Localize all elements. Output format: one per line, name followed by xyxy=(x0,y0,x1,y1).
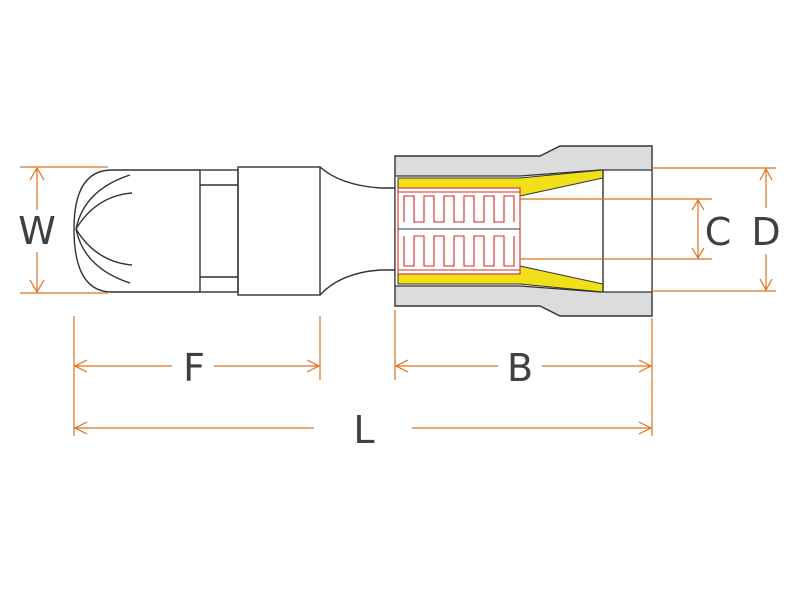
c-arrow-bottom xyxy=(691,247,705,260)
contact-sleeve xyxy=(397,187,521,275)
bullet-neck-top xyxy=(319,166,396,189)
contact-spring-bottom xyxy=(403,235,515,267)
d-arrow-top xyxy=(759,167,773,181)
bullet-barrel xyxy=(237,166,321,296)
dimension-d: D xyxy=(652,167,781,292)
l-label: L xyxy=(353,408,374,452)
c-arrow-top xyxy=(691,198,705,211)
bullet-nose-seam-top xyxy=(75,192,133,230)
w-arrow-top xyxy=(29,166,45,181)
dimension-f: F xyxy=(73,316,321,436)
bullet-neck-bottom xyxy=(319,269,396,296)
f-arrow-left xyxy=(73,359,88,373)
d-arrow-bottom xyxy=(759,278,773,292)
w-arrow-bottom xyxy=(29,279,45,294)
dimension-l: L xyxy=(73,408,653,452)
l-arrow-left xyxy=(73,421,88,435)
w-label: W xyxy=(18,209,56,253)
contact-spring-top xyxy=(403,195,515,223)
dimension-w: W xyxy=(18,166,108,294)
dimension-c: C xyxy=(520,198,732,260)
male-bullet xyxy=(73,166,396,296)
female-receptacle xyxy=(394,145,653,317)
d-label: D xyxy=(751,210,780,254)
bullet-nose-inner xyxy=(75,174,131,284)
bullet-collar-1 xyxy=(199,169,239,293)
l-arrow-right xyxy=(638,421,653,435)
b-arrow-right xyxy=(638,359,653,373)
b-label: B xyxy=(507,346,533,390)
bullet-nose-seam-bottom xyxy=(75,228,133,266)
bullet-nose xyxy=(73,169,200,293)
f-arrow-right xyxy=(306,359,321,373)
dimension-b: B xyxy=(394,310,653,436)
b-arrow-left xyxy=(394,359,409,373)
c-label: C xyxy=(705,210,732,254)
f-label: F xyxy=(183,346,205,390)
